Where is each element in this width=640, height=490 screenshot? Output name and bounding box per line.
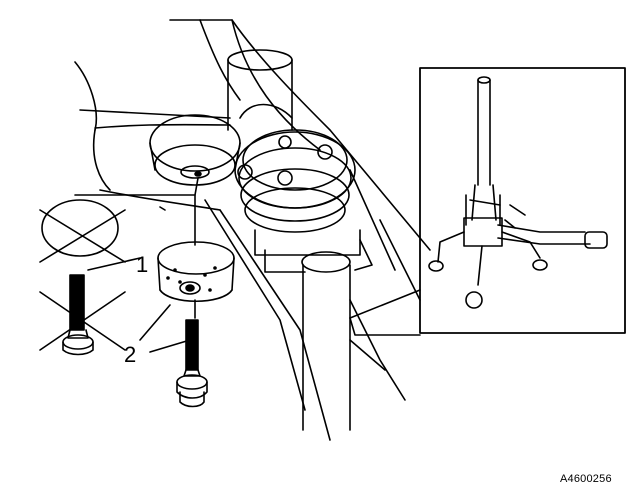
inset-frame <box>419 67 626 334</box>
bolt <box>176 319 208 408</box>
callout-label-2: 2 <box>124 342 137 367</box>
figure-code: A4600256 <box>560 473 612 485</box>
support-tube <box>301 251 421 431</box>
jack-stand-inset <box>428 76 608 309</box>
callout-label-1: 1 <box>136 252 149 277</box>
rubber-pad <box>157 241 235 303</box>
inset-pointer <box>349 289 421 319</box>
crossed-out-pad <box>39 199 126 263</box>
mounting-cup <box>149 114 241 186</box>
crossed-out-bolt <box>39 274 126 356</box>
leader-lines <box>74 177 199 353</box>
chassis-outline <box>74 19 431 441</box>
strut-assembly <box>227 49 373 273</box>
